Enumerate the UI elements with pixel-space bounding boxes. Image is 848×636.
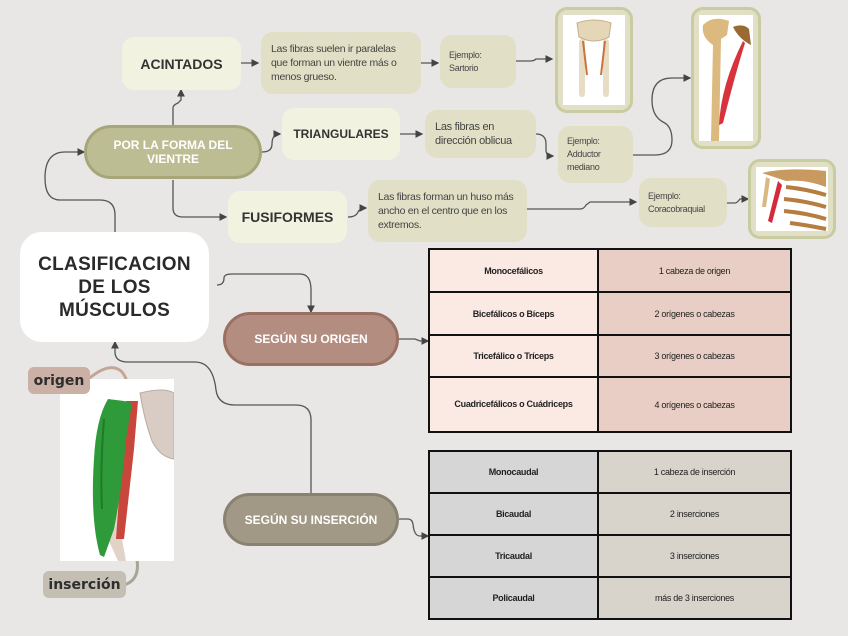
root-title: CLASIFICACION DE LOS MÚSCULOS xyxy=(38,253,191,321)
example-adductor: Ejemplo: Adductor mediano xyxy=(558,126,633,183)
adductor-image-frame[interactable] xyxy=(691,7,761,149)
type-acintados[interactable]: ACINTADOS xyxy=(122,37,241,90)
example-coracobraquial: Ejemplo: Coracobraquial xyxy=(639,178,727,227)
insercion-row-name: Monocaudal xyxy=(428,450,599,494)
wire-forma-fusiformes xyxy=(172,180,228,221)
pelvis-legs-icon xyxy=(576,19,612,97)
ribcage-shoulder-icon xyxy=(756,167,828,231)
wire-root-insercion xyxy=(111,340,312,493)
table-row: Tricefálico o Tríceps 3 orígenes o cabez… xyxy=(428,334,792,378)
sartorio-image-frame[interactable] xyxy=(555,7,633,113)
wire-root-forma xyxy=(44,148,116,232)
branch-forma-pill[interactable]: POR LA FORMA DEL VIENTRE xyxy=(84,125,262,179)
coracobraquial-image-frame[interactable] xyxy=(748,159,836,239)
table-row: Monocefálicos 1 cabeza de origen xyxy=(428,248,792,293)
branch-insercion-pill[interactable]: SEGÚN SU INSERCIÓN xyxy=(223,493,399,546)
insercion-row-value: 3 inserciones xyxy=(597,534,792,578)
example-sartorio-text: Ejemplo: Sartorio xyxy=(449,49,482,73)
origen-row-value: 2 orígenes o cabezas xyxy=(597,291,792,336)
table-row: Tricaudal 3 inserciones xyxy=(428,534,792,578)
desc-triangulares: Las fibras en dirección oblicua xyxy=(425,110,536,158)
example-adductor-text: Ejemplo: Adductor mediano xyxy=(567,136,601,172)
table-row: Bicefálicos o Bíceps 2 orígenes o cabeza… xyxy=(428,291,792,336)
origen-row-name: Cuadricefálicos o Cuádriceps xyxy=(428,376,599,433)
type-fusiformes-label: FUSIFORMES xyxy=(241,209,334,225)
desc-acintados: Las fibras suelen ir paralelas que forma… xyxy=(261,32,421,94)
insercion-row-value: más de 3 inserciones xyxy=(597,576,792,620)
desc-fusiformes-text: Las fibras forman un huso más ancho en e… xyxy=(378,191,514,231)
origin-label-tag: origen xyxy=(28,367,90,394)
desc-fusiformes: Las fibras forman un huso más ancho en e… xyxy=(368,180,527,242)
branch-origen-pill[interactable]: SEGÚN SU ORIGEN xyxy=(223,312,399,366)
table-row: Cuadricefálicos o Cuádriceps 4 orígenes … xyxy=(428,376,792,433)
branch-forma-label: POR LA FORMA DEL VIENTRE xyxy=(113,138,233,166)
coracobraquial-illustration xyxy=(756,167,828,231)
insertion-label: inserción xyxy=(48,576,121,593)
root-node[interactable]: CLASIFICACION DE LOS MÚSCULOS xyxy=(20,232,209,342)
insercion-row-value: 2 inserciones xyxy=(597,492,792,536)
type-triangulares-label: TRIANGULARES xyxy=(293,127,389,141)
table-row: Policaudal más de 3 inserciones xyxy=(428,576,792,620)
biceps-arm-illustration xyxy=(60,379,175,561)
insercion-row-name: Tricaudal xyxy=(428,534,599,578)
insertion-label-tag: inserción xyxy=(43,571,126,598)
origin-label: origen xyxy=(33,372,85,389)
origen-row-name: Tricefálico o Tríceps xyxy=(428,334,599,378)
type-acintados-label: ACINTADOS xyxy=(140,55,223,72)
insercion-row-value: 1 cabeza de inserción xyxy=(597,450,792,494)
wire-root-origen xyxy=(216,273,315,314)
origen-row-value: 1 cabeza de origen xyxy=(597,248,792,293)
insercion-table: Monocaudal 1 cabeza de inserción Bicauda… xyxy=(428,450,792,620)
insercion-row-name: Policaudal xyxy=(428,576,599,620)
example-coracobraquial-text: Ejemplo: Coracobraquial xyxy=(648,190,705,214)
arm-muscle-icon xyxy=(92,389,175,561)
table-row: Bicaudal 2 inserciones xyxy=(428,492,792,536)
wire-forma-acintados xyxy=(172,88,185,125)
table-row: Monocaudal 1 cabeza de inserción xyxy=(428,450,792,494)
desc-acintados-text: Las fibras suelen ir paralelas que forma… xyxy=(271,43,397,83)
type-fusiformes[interactable]: FUSIFORMES xyxy=(228,191,347,243)
origen-row-value: 4 orígenes o cabezas xyxy=(597,376,792,433)
origen-row-name: Monocefálicos xyxy=(428,248,599,293)
adductor-illustration xyxy=(699,15,753,141)
branch-insercion-label: SEGÚN SU INSERCIÓN xyxy=(244,512,378,527)
insercion-row-name: Bicaudal xyxy=(428,492,599,536)
origen-table: Monocefálicos 1 cabeza de origen Bicefál… xyxy=(428,248,792,433)
wire-forma-triangulares xyxy=(261,130,282,153)
sartorio-illustration xyxy=(563,15,625,105)
origen-row-name: Bicefálicos o Bíceps xyxy=(428,291,599,336)
branch-origen-label: SEGÚN SU ORIGEN xyxy=(254,332,368,346)
type-triangulares[interactable]: TRIANGULARES xyxy=(282,108,400,160)
origen-row-value: 3 orígenes o cabezas xyxy=(597,334,792,378)
femur-muscle-icon xyxy=(702,18,751,141)
example-sartorio: Ejemplo: Sartorio xyxy=(440,35,516,88)
desc-triangulares-text: Las fibras en dirección oblicua xyxy=(435,121,512,147)
